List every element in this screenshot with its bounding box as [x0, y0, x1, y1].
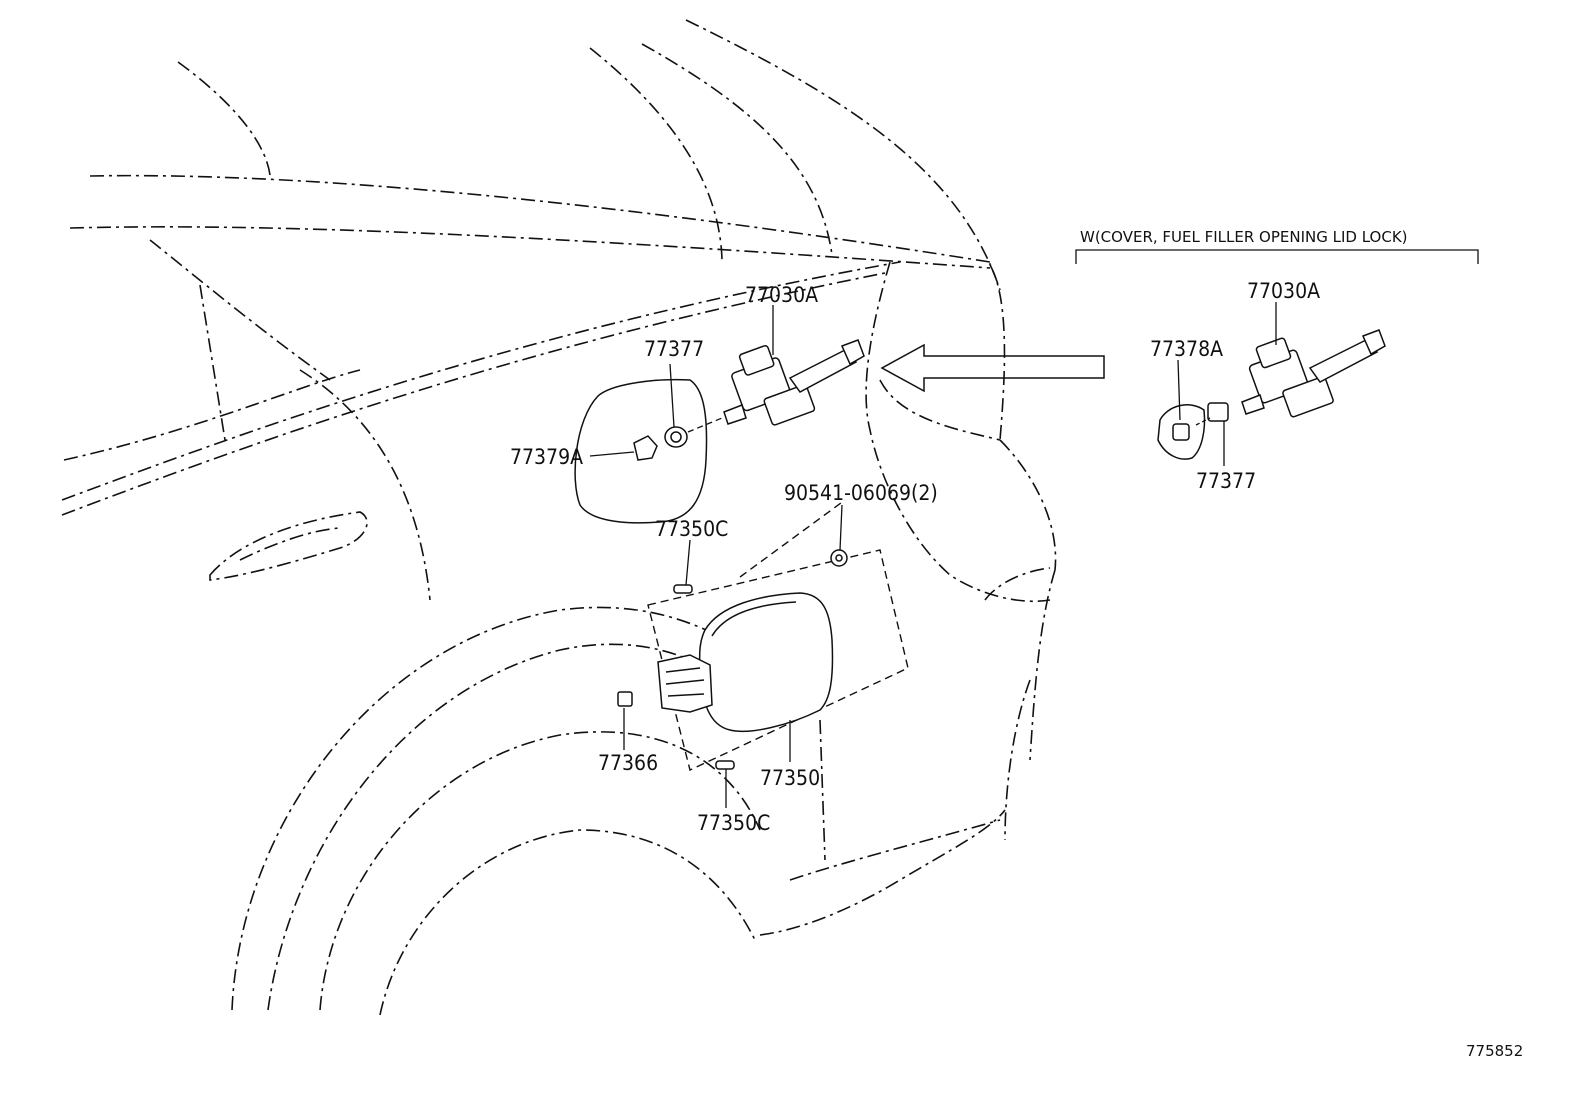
label-77378A: 77378A	[1150, 337, 1223, 361]
label-77350C-bottom: 77350C	[697, 811, 770, 835]
grommet-main	[664, 417, 723, 448]
inset-bracket	[1075, 249, 1479, 264]
clip-77379A	[633, 435, 658, 461]
lock-cover-outline	[574, 378, 708, 524]
lock-cover-77378A	[1157, 404, 1206, 460]
vehicle-body-outline	[61, 19, 1057, 1016]
actuator-assembly-main	[723, 339, 865, 426]
label-77350: 77350	[760, 766, 820, 790]
label-77030A-inset: 77030A	[1247, 279, 1320, 303]
cushion-90541	[830, 549, 848, 567]
grommet-inset	[1195, 402, 1229, 426]
label-77379A: 77379A	[510, 445, 583, 469]
group-header: W(COVER, FUEL FILLER OPENING LID LOCK)	[1080, 228, 1408, 246]
label-77366: 77366	[598, 751, 658, 775]
label-77377-inset: 77377	[1196, 469, 1256, 493]
direction-arrow	[880, 343, 1105, 393]
label-90541-06069: 90541-06069(2)	[784, 481, 938, 505]
pin-77350C-bottom	[715, 760, 735, 770]
label-77350C-top: 77350C	[655, 517, 728, 541]
label-77377-main: 77377	[644, 337, 704, 361]
pin-77350C-top	[673, 584, 693, 594]
figure-id: 775852	[1466, 1042, 1523, 1060]
bushing-77366	[617, 691, 633, 707]
fuel-lid-77350	[657, 592, 834, 733]
actuator-assembly-inset	[1241, 329, 1386, 418]
leader-lines	[589, 302, 1277, 808]
lid-area-outline	[647, 499, 909, 771]
label-77030A-main: 77030A	[745, 283, 818, 307]
